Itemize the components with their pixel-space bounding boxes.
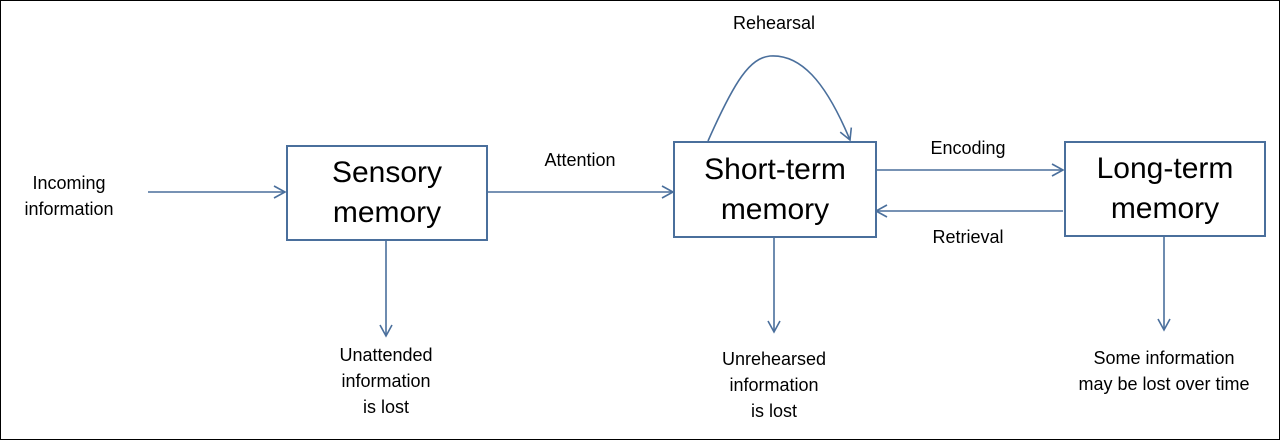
short-term-loss-line3: is lost: [750, 401, 797, 421]
sensory-memory-label: Sensory memory: [332, 153, 442, 233]
rehearsal-loop-arrow: [707, 55, 853, 142]
short-term-loss-label: Unrehearsed information is lost: [686, 346, 862, 424]
sensory-memory-line2: memory: [332, 196, 442, 229]
long-term-memory-line1: Long-term: [1096, 152, 1234, 185]
long-term-loss-line2: may be lost over time: [1078, 374, 1250, 394]
long-term-memory-box: Long-term memory: [1064, 141, 1266, 237]
long-term-memory-label: Long-term memory: [1097, 149, 1234, 229]
sensory-loss-line3: is lost: [362, 397, 409, 417]
sensory-loss-line1: Unattended: [339, 345, 433, 365]
sensory-memory-line1: Sensory: [331, 156, 443, 189]
short-term-memory-line2: memory: [720, 192, 830, 226]
sensory-loss-line2: information: [341, 371, 431, 391]
short-term-loss-line1: Unrehearsed: [721, 349, 827, 369]
incoming-information-label: Incoming information: [10, 170, 128, 222]
short-term-memory-label: Short-term memory: [704, 150, 846, 230]
attention-label: Attention: [544, 150, 616, 170]
short-term-memory-box: Short-term memory: [673, 141, 877, 238]
rehearsal-label: Rehearsal: [732, 13, 816, 33]
incoming-line1: Incoming: [32, 173, 106, 193]
long-term-loss-line1: Some information: [1093, 348, 1235, 368]
long-term-memory-line2: memory: [1110, 192, 1220, 225]
short-term-loss-line2: information: [729, 375, 819, 395]
retrieval-label: Retrieval: [932, 227, 1004, 247]
sensory-loss-label: Unattended information is lost: [306, 342, 466, 420]
encoding-label: Encoding: [930, 138, 1006, 158]
long-term-loss-label: Some information may be lost over time: [1054, 345, 1274, 397]
short-term-memory-line1: Short-term: [704, 152, 846, 186]
incoming-line2: information: [24, 199, 114, 219]
sensory-memory-box: Sensory memory: [286, 145, 488, 241]
